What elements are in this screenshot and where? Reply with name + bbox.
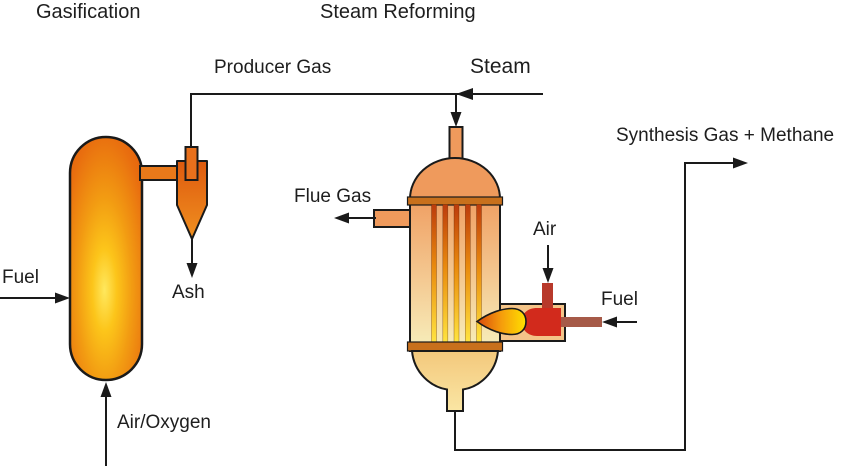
title-gasification: Gasification bbox=[36, 1, 141, 23]
fuel-right-arrowhead bbox=[602, 316, 617, 328]
reformer-tubes bbox=[431, 204, 482, 343]
label-air: Air bbox=[533, 219, 557, 240]
synthesis-gas-line bbox=[454, 162, 736, 451]
label-flue-gas: Flue Gas bbox=[294, 186, 372, 207]
flue-gas-arrowhead bbox=[334, 212, 349, 224]
burner bbox=[521, 308, 561, 336]
label-producer-gas: Producer Gas bbox=[214, 57, 332, 78]
flame bbox=[475, 307, 527, 336]
reformer-dome bbox=[409, 157, 501, 205]
reformer-feed-arrowhead bbox=[450, 112, 462, 127]
fuel-pipe bbox=[558, 317, 602, 327]
reformer-tube bbox=[453, 204, 460, 343]
reformer-top-pipe bbox=[448, 126, 464, 163]
label-ash: Ash bbox=[172, 282, 205, 303]
label-steam: Steam bbox=[470, 55, 531, 78]
reformer-tube bbox=[431, 204, 437, 343]
cyclone-vortex-pipe bbox=[184, 146, 199, 181]
ash-arrowhead bbox=[186, 263, 198, 278]
reformer-bottom-dome bbox=[410, 350, 500, 412]
label-fuel-right: Fuel bbox=[601, 289, 638, 310]
tube-sheet-top bbox=[406, 196, 504, 206]
air-oxygen-arrowhead bbox=[100, 382, 112, 397]
label-fuel-left: Fuel bbox=[2, 267, 39, 288]
label-synthesis-gas: Synthesis Gas + Methane bbox=[616, 125, 835, 146]
synthesis-gas-arrowhead bbox=[733, 157, 748, 169]
fuel-left-arrowhead bbox=[55, 292, 70, 304]
tube-sheet-bottom bbox=[406, 341, 504, 352]
gasifier-vessel bbox=[68, 135, 144, 382]
title-steam-reforming: Steam Reforming bbox=[320, 1, 476, 23]
producer-gas-line bbox=[190, 93, 543, 147]
reformer-tube bbox=[442, 204, 449, 343]
gasifier-outlet-pipe bbox=[139, 165, 180, 181]
air-arrowhead bbox=[542, 268, 554, 283]
flue-gas-pipe bbox=[373, 209, 415, 228]
air-pipe bbox=[542, 283, 553, 313]
steam-arrowhead-left bbox=[456, 88, 473, 100]
label-air-oxygen: Air/Oxygen bbox=[117, 412, 211, 433]
reformer-tube bbox=[464, 204, 471, 343]
